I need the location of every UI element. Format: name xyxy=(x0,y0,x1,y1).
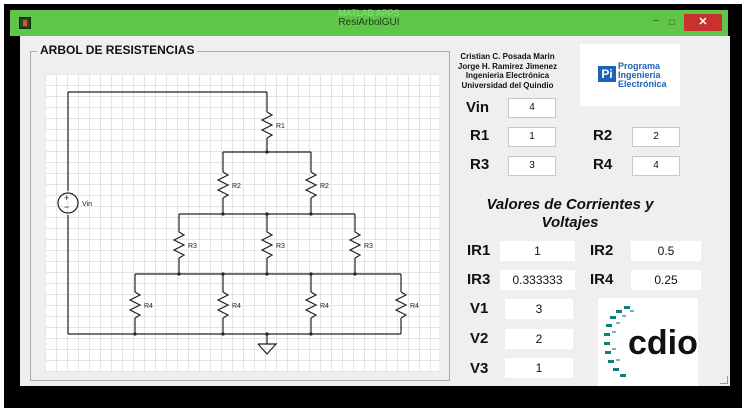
author-1: Cristian C. Posada Marin xyxy=(460,52,555,61)
resistor-r4-label: R4 xyxy=(232,303,241,310)
resistor-r2-symbol xyxy=(304,171,318,199)
circuit-diagram: + − Vin R1 R2 R2 R3 R3 R3 R4 R4 R4 R4 xyxy=(45,74,439,372)
source-minus-sign: − xyxy=(64,202,69,212)
resistor-r3-label: R3 xyxy=(188,243,197,250)
resistor-r4-symbol xyxy=(216,291,230,319)
results-title: Valores de Corrientes y Voltajes xyxy=(486,196,654,231)
v3-label: V3 xyxy=(470,360,489,377)
v3-value: 1 xyxy=(505,358,573,378)
program-logo-line1: Programa xyxy=(618,61,661,71)
university-name: Universidad del Quindio xyxy=(461,80,554,90)
author-credits: Cristian C. Posada Marin Jorge H. Ramire… xyxy=(445,52,570,90)
r4-label: R4 xyxy=(593,156,613,173)
resistor-r1-symbol xyxy=(260,111,274,139)
ir3-label: IR3 xyxy=(467,271,491,288)
ir2-label: IR2 xyxy=(590,242,614,259)
v1-value: 3 xyxy=(505,299,573,319)
cdio-logo-arc-icon xyxy=(604,306,634,377)
program-logo: Pi Programa Ingeniería Electrónica xyxy=(580,44,680,106)
r3-input[interactable]: 3 xyxy=(508,156,556,176)
author-2: Jorge H. Ramirez Jimenez xyxy=(457,61,558,71)
source-plus-sign: + xyxy=(64,193,69,203)
minimize-button[interactable]: – xyxy=(653,15,659,26)
r3-label: R3 xyxy=(470,156,490,173)
ground-symbol xyxy=(257,343,278,355)
resistor-r3-symbol xyxy=(348,231,362,259)
r2-label: R2 xyxy=(593,127,613,144)
resistor-r2-symbol xyxy=(216,171,230,199)
ir4-label: IR4 xyxy=(590,271,614,288)
resistor-r4-symbol xyxy=(304,291,318,319)
program-logo-line2: Ingeniería xyxy=(618,70,661,80)
resize-grip[interactable] xyxy=(720,376,728,384)
v2-label: V2 xyxy=(470,330,489,347)
resistor-r4-symbol xyxy=(128,291,142,319)
matlab-app-icon xyxy=(19,17,31,29)
junction-dots xyxy=(133,150,357,336)
program-logo-mark: Pi xyxy=(598,66,616,82)
voltage-source-symbol xyxy=(57,192,79,214)
ir1-value: 1 xyxy=(500,241,575,261)
window-client-area: ARBOL DE RESISTENCIAS xyxy=(20,36,730,386)
r2-input[interactable]: 2 xyxy=(632,127,680,147)
maximize-button[interactable]: □ xyxy=(669,17,675,27)
close-button[interactable]: ✕ xyxy=(684,14,722,31)
resistor-r3-label: R3 xyxy=(276,243,285,250)
v1-label: V1 xyxy=(470,300,489,317)
resistor-r3-symbol xyxy=(172,231,186,259)
cdio-logo: cdio xyxy=(598,298,698,386)
vin-input[interactable]: 4 xyxy=(508,98,556,118)
v2-value: 2 xyxy=(505,329,573,349)
resistor-r4-symbol xyxy=(394,291,408,319)
ir4-value: 0.25 xyxy=(631,270,701,290)
ir1-label: IR1 xyxy=(467,242,491,259)
program-name: Ingenieria Electrónica xyxy=(465,71,550,80)
resistor-r2-label: R2 xyxy=(232,183,241,190)
program-logo-line3: Electrónica xyxy=(618,79,667,89)
window-title: ResiArbolGUI xyxy=(338,17,400,28)
cdio-logo-word: cdio xyxy=(628,324,698,362)
resistor-r3-label: R3 xyxy=(364,243,373,250)
r1-input[interactable]: 1 xyxy=(508,127,556,147)
circuit-schematic: + − Vin R1 R2 R2 R3 R3 R3 R4 R4 R4 R4 xyxy=(57,91,419,355)
source-label: Vin xyxy=(82,201,92,208)
resistor-r1-label: R1 xyxy=(276,123,285,130)
resistor-r4-label: R4 xyxy=(410,303,419,310)
r1-label: R1 xyxy=(470,127,490,144)
panel-title: ARBOL DE RESISTENCIAS xyxy=(37,43,198,57)
resistor-r2-label: R2 xyxy=(320,183,329,190)
title-ghost-text: MATLAB APPS xyxy=(338,8,400,18)
ir2-value: 0.5 xyxy=(631,241,701,261)
r4-input[interactable]: 4 xyxy=(632,156,680,176)
resistor-r4-label: R4 xyxy=(320,303,329,310)
vin-label: Vin xyxy=(466,99,490,116)
title-bar[interactable]: MATLAB APPS ResiArbolGUI – □ ✕ xyxy=(10,8,728,36)
resistor-r3-symbol xyxy=(260,231,274,259)
resistor-r4-label: R4 xyxy=(144,303,153,310)
resistor-tree-panel: ARBOL DE RESISTENCIAS xyxy=(30,43,450,381)
ir3-value: 0.333333 xyxy=(500,270,575,290)
